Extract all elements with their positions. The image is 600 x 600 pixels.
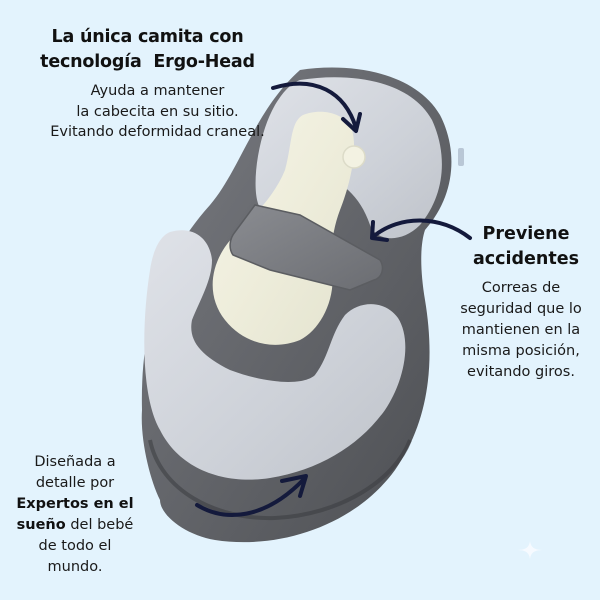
callout-top-title: La única camita con tecnología Ergo-Head [25,25,270,75]
curved-arrow-bottom-icon [195,476,307,517]
callout-right-description: Correas de seguridad que lo mantienen en… [448,278,594,382]
callout-bottom-bold-line3: Expertos en el [16,496,134,513]
curved-arrow-top-head [341,112,362,133]
callout-bottom-line2: detalle por [35,475,115,492]
callout-right-desc-line2: seguridad que lo [460,300,582,317]
curved-arrow-top-icon [271,81,358,130]
sparkle-icon [516,541,544,559]
callout-top-title-line1: La única camita con [51,27,244,47]
head-support-bump [342,145,366,169]
callout-bottom-description: Diseñada a detalle por Expertos en el su… [5,452,145,578]
callout-bottom-line6: mundo. [47,559,103,576]
safety-strap [229,204,384,291]
curved-arrow-right-icon [372,218,472,240]
callout-top-title-line2: tecnología Ergo-Head [40,51,255,72]
callout-bottom-line4-rest: del bebé [65,517,134,534]
curved-arrow-bottom-head [280,474,308,498]
fabric-tag [458,148,464,166]
callout-top-desc-line3: Evitando deformidad craneal. [50,124,265,141]
callout-right-desc-line1: Correas de [481,280,561,296]
callout-right-desc-line5: evitando giros. [467,363,575,380]
callout-bottom-bold-word: sueño [16,517,66,534]
callout-right-title-line1: Previene [482,224,570,244]
curved-arrow-right-head [370,220,389,242]
callout-top-desc-line2: la cabecita en su sitio. [76,103,239,120]
nest-bottom-edge [148,439,412,521]
callout-top-description: Ayuda a mantener la cabecita en su sitio… [25,81,290,143]
callout-top-desc-line1: Ayuda a mantener [90,83,225,99]
callout-right-title-line2: accidentes [472,249,580,270]
callout-right-title: Previene accidentes [462,222,590,273]
callout-bottom-line1: Diseñada a [34,454,116,470]
callout-right-desc-line3: mantienen en la [461,321,581,338]
callout-bottom-line5: de todo el [38,538,112,555]
side-bolster-cushion [144,230,406,480]
callout-right-desc-line4: misma posición, [462,342,580,359]
